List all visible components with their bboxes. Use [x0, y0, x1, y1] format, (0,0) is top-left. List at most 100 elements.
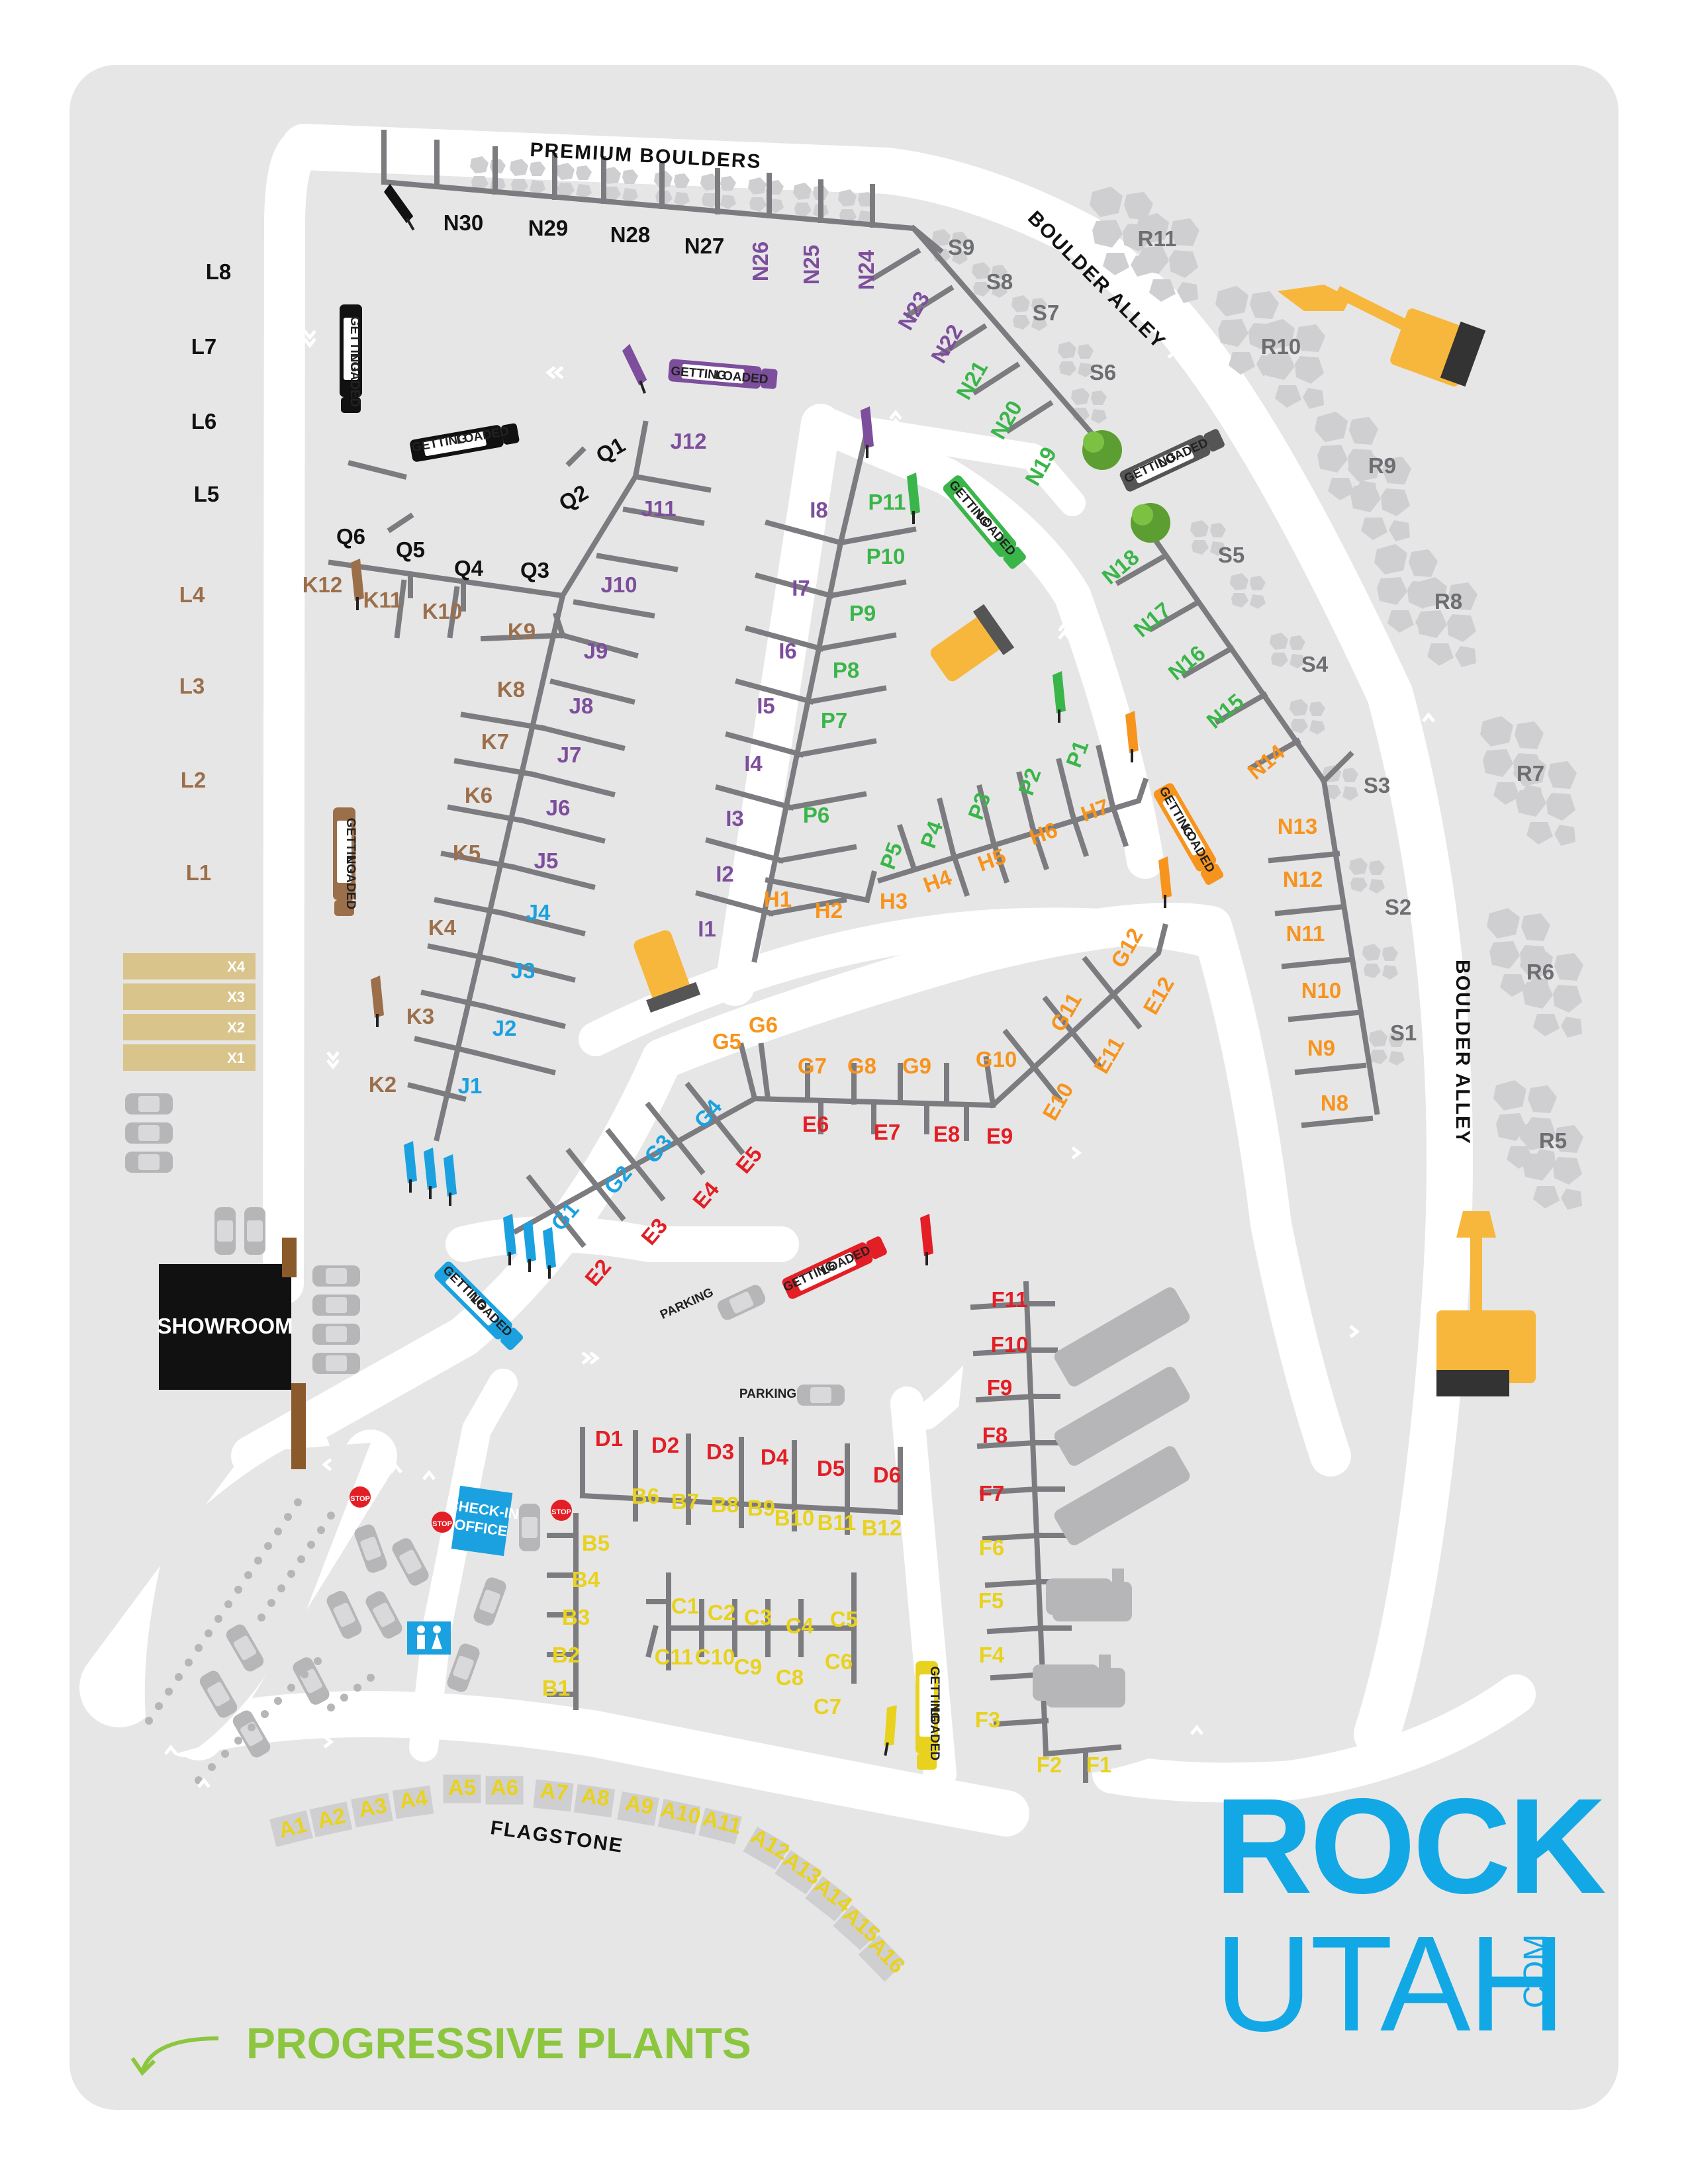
site-label-e7: E7	[874, 1120, 900, 1144]
site-label-r8: R8	[1434, 589, 1462, 614]
site-label-n9: N9	[1307, 1036, 1335, 1060]
site-label-h3: H3	[880, 889, 908, 913]
site-label-i6: I6	[778, 639, 797, 663]
site-label-k7: K7	[481, 729, 509, 754]
tree-icon	[1082, 430, 1170, 543]
site-label-l2: L2	[181, 768, 207, 792]
showroom-label: SHOWROOM	[157, 1314, 293, 1338]
site-label-s2: S2	[1385, 895, 1411, 919]
svg-text:STOP: STOP	[551, 1508, 571, 1516]
site-label-f3: F3	[975, 1707, 1001, 1732]
site-label-n29: N29	[528, 216, 569, 240]
parking-label: PARKING	[739, 1387, 796, 1401]
checkin-office[interactable]: CHECK-IN OFFICE	[447, 1485, 520, 1557]
site-label-b4: B4	[572, 1567, 600, 1592]
site-label-j1: J1	[458, 1073, 483, 1098]
site-label-g9: G9	[902, 1054, 931, 1078]
site-label-n30: N30	[444, 210, 484, 235]
showroom-building[interactable]: SHOWROOM	[157, 1238, 306, 1469]
site-label-j11: J11	[641, 496, 676, 521]
x-lot-label: X2	[227, 1019, 245, 1036]
site-label-j12: J12	[670, 429, 706, 453]
site-label-n24: N24	[854, 250, 878, 290]
excavator-icon	[1278, 285, 1536, 1396]
logo-utah: UTAH	[1215, 1908, 1564, 2060]
x-lot-label: X1	[227, 1050, 245, 1066]
site-label-b8: B8	[711, 1492, 739, 1517]
site-label-d4: D4	[761, 1445, 789, 1469]
site-label-c4: C4	[786, 1614, 814, 1638]
svg-text:STOP: STOP	[432, 1520, 452, 1528]
truck-sign-b: LOADED	[927, 1707, 941, 1760]
site-label-b3: B3	[562, 1605, 590, 1629]
site-label-g6: G6	[749, 1013, 778, 1037]
site-label-a7: A7	[539, 1778, 569, 1805]
site-label-s6: S6	[1090, 360, 1116, 385]
svg-text:STOP: STOP	[350, 1495, 370, 1503]
site-label-k4: K4	[428, 915, 457, 940]
site-label-n11: N11	[1286, 921, 1325, 946]
site-label-s1: S1	[1390, 1021, 1417, 1045]
site-label-l4: L4	[179, 582, 205, 607]
site-label-n28: N28	[610, 222, 651, 247]
site-label-p7: P7	[821, 708, 847, 733]
site-label-i7: I7	[792, 576, 810, 600]
site-label-c3: C3	[744, 1605, 772, 1629]
site-label-e9: E9	[986, 1124, 1013, 1148]
site-label-s5: S5	[1218, 543, 1244, 567]
site-label-a3: A3	[357, 1793, 389, 1822]
truck-sign-b: LOADED	[344, 856, 357, 909]
site-label-i4: I4	[744, 751, 763, 776]
lot-lines	[328, 130, 1380, 1783]
site-label-l5: L5	[194, 482, 220, 506]
x-lots	[123, 953, 256, 1071]
site-label-e6: E6	[802, 1112, 829, 1136]
site-label-n27: N27	[684, 234, 725, 258]
site-label-r7: R7	[1517, 761, 1544, 786]
site-label-j9: J9	[584, 639, 608, 663]
site-label-r6: R6	[1526, 960, 1554, 984]
site-label-h1: H1	[764, 887, 792, 911]
site-label-a2: A2	[315, 1803, 348, 1833]
site-label-b5: B5	[582, 1531, 610, 1555]
site-label-n8: N8	[1321, 1091, 1348, 1115]
restroom-icon	[407, 1621, 451, 1655]
site-label-a9: A9	[624, 1790, 655, 1819]
site-label-e8: E8	[933, 1122, 960, 1146]
site-label-j5: J5	[534, 848, 559, 873]
site-label-l7: L7	[191, 334, 217, 359]
logo-com: .COM	[1518, 1934, 1553, 2017]
site-label-p9: P9	[849, 601, 876, 625]
site-label-n26: N26	[748, 242, 773, 282]
site-label-c11: C11	[655, 1645, 694, 1669]
site-label-c7: C7	[814, 1694, 841, 1719]
stop-sign: STOP STOP STOP	[350, 1486, 572, 1533]
site-label-a5: A5	[448, 1775, 476, 1799]
site-label-i5: I5	[757, 694, 775, 718]
site-label-i8: I8	[810, 498, 828, 522]
site-label-n25: N25	[799, 245, 823, 285]
site-label-g5: G5	[712, 1029, 741, 1054]
rockutah-logo: ROCK UTAH .COM	[1215, 1770, 1609, 2060]
site-label-r9: R9	[1368, 453, 1396, 478]
site-label-k11: K11	[363, 588, 402, 612]
site-label-c8: C8	[776, 1665, 804, 1690]
site-label-f7: F7	[979, 1481, 1005, 1506]
site-label-f4: F4	[979, 1643, 1005, 1667]
site-label-c2: C2	[708, 1600, 735, 1625]
site-label-k6: K6	[465, 783, 492, 807]
site-label-j4: J4	[526, 900, 551, 925]
site-label-a6: A6	[491, 1775, 518, 1799]
site-label-f1: F1	[1086, 1752, 1112, 1777]
site-label-f5: F5	[978, 1588, 1004, 1613]
site-label-k9: K9	[508, 619, 536, 643]
site-label-c5: C5	[830, 1607, 858, 1631]
site-label-k12: K12	[303, 572, 343, 597]
site-label-l6: L6	[191, 409, 217, 433]
progressive-plants-link[interactable]: PROGRESSIVE PLANTS	[130, 2019, 751, 2076]
truck-sign-a: GETTING	[927, 1666, 941, 1722]
site-label-b11: B11	[818, 1510, 857, 1535]
site-label-b1: B1	[542, 1676, 570, 1700]
